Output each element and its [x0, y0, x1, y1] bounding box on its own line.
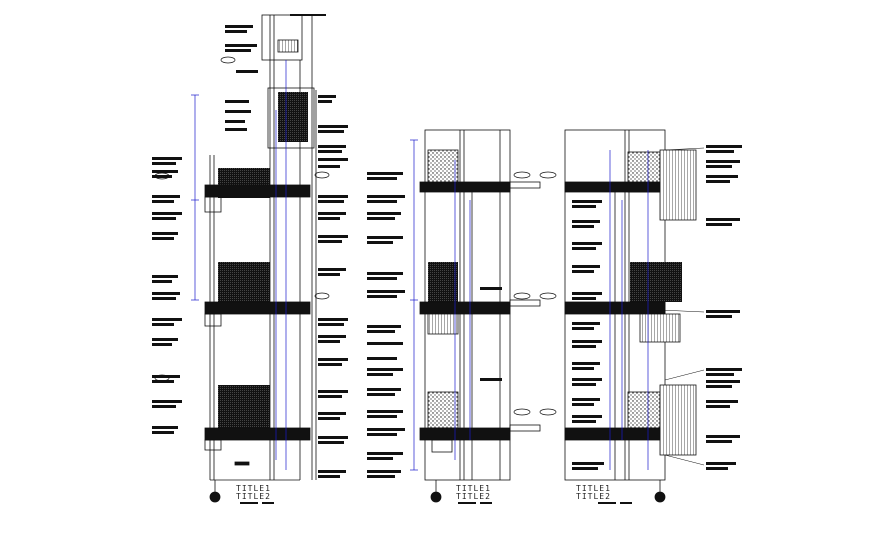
section-1-title: TITLE1	[236, 484, 271, 493]
section-2-level-tags	[513, 171, 557, 416]
section-2-title: TITLE1	[456, 484, 491, 493]
section-2-subtitle: TITLE2	[456, 492, 491, 501]
section-2-annotations	[367, 172, 502, 504]
section-1-subtitle: TITLE2	[236, 492, 271, 501]
section-3-leader-lines	[659, 147, 705, 466]
section-1-annotations	[152, 14, 348, 504]
section-3-subtitle: TITLE2	[576, 492, 611, 501]
wall-section-3	[564, 129, 697, 503]
wall-section-1	[191, 14, 317, 503]
wall-section-2	[410, 129, 541, 503]
section-3-title: TITLE1	[576, 484, 611, 493]
section-1-level-tags	[154, 56, 330, 382]
section-3-annotations	[572, 145, 742, 504]
